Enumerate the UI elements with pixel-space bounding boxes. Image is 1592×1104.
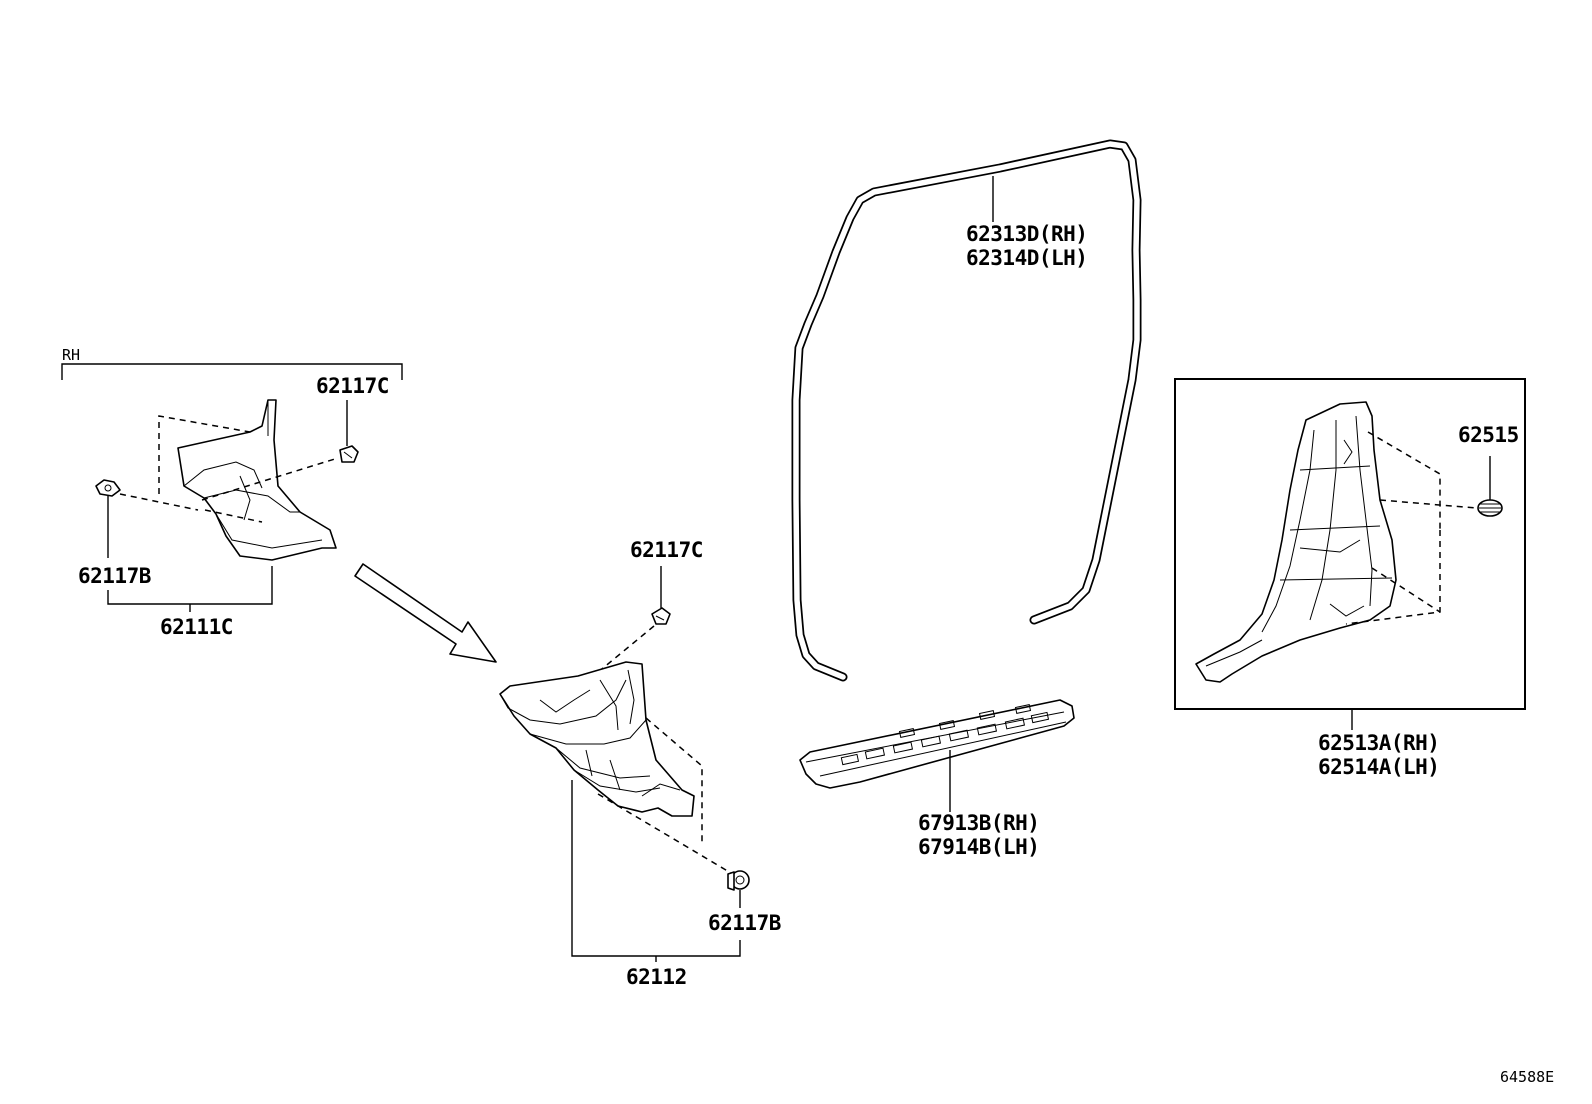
rh-group: RH 62117C 62117B 62: [61, 346, 403, 639]
rh-dash-left: [158, 415, 251, 494]
weatherstrip-lh-label: 62314D(LH): [966, 246, 1087, 270]
rh-dash-clipc: [201, 457, 339, 501]
direction-arrow-icon: [354, 563, 497, 663]
clip-b-mid-icon: [727, 870, 750, 891]
clip-c-top-icon: [339, 445, 359, 463]
pillar-dash-top: [1367, 431, 1441, 530]
pillar-clip-icon: [1477, 499, 1503, 517]
scuff-plate-rh-label: 67913B(RH): [918, 811, 1039, 835]
clip-c-top-label: 62117C: [316, 374, 389, 398]
pillar-garnish-rh-label: 62513A(RH): [1318, 731, 1439, 755]
kick-panel-group: 62117C 62117B 62112: [499, 538, 781, 989]
pillar-clip-label: 62515: [1458, 423, 1519, 447]
weatherstrip-drawing: [791, 139, 1142, 682]
pillar-dash-clip: [1379, 499, 1477, 509]
rh-dash-center: [204, 509, 263, 523]
kick-panel-rh-drawing: [177, 399, 337, 561]
pillar-dash-inner: [1371, 567, 1441, 613]
clip-b-left-label: 62117B: [78, 564, 151, 588]
mid-dash-clipb: [597, 793, 737, 877]
scuff-plate-group: 67913B(RH) 67914B(LH): [799, 699, 1075, 859]
weatherstrip-group: 62313D(RH) 62314D(LH): [791, 139, 1142, 682]
kick-panel-drawing: [499, 661, 695, 817]
pillar-garnish-lh-label: 62514A(LH): [1318, 755, 1439, 779]
diagram-code: 64588E: [1500, 1068, 1554, 1086]
pillar-garnish-drawing: [1195, 401, 1397, 683]
kick-panel-label: 62112: [626, 965, 687, 989]
weatherstrip-rh-label: 62313D(RH): [966, 222, 1087, 246]
clip-b-mid-label: 62117B: [708, 911, 781, 935]
scuff-plate-lh-label: 67914B(LH): [918, 835, 1039, 859]
pillar-garnish-group: 62515 62513A(RH) 62514A(LH): [1174, 378, 1526, 779]
rh-bracket: [61, 363, 403, 380]
rh-dash-clipb: [119, 493, 199, 511]
clip-c-mid-label: 62117C: [630, 538, 703, 562]
rh-section-label: RH: [62, 346, 80, 364]
kick-panel-rh-label: 62111C: [160, 615, 233, 639]
clip-c-mid-icon: [651, 607, 671, 625]
scuff-plate-drawing: [799, 699, 1075, 789]
pillar-garnish-box: [1174, 378, 1526, 710]
clip-b-left-icon: [95, 479, 121, 497]
mid-dash-right: [645, 717, 703, 842]
